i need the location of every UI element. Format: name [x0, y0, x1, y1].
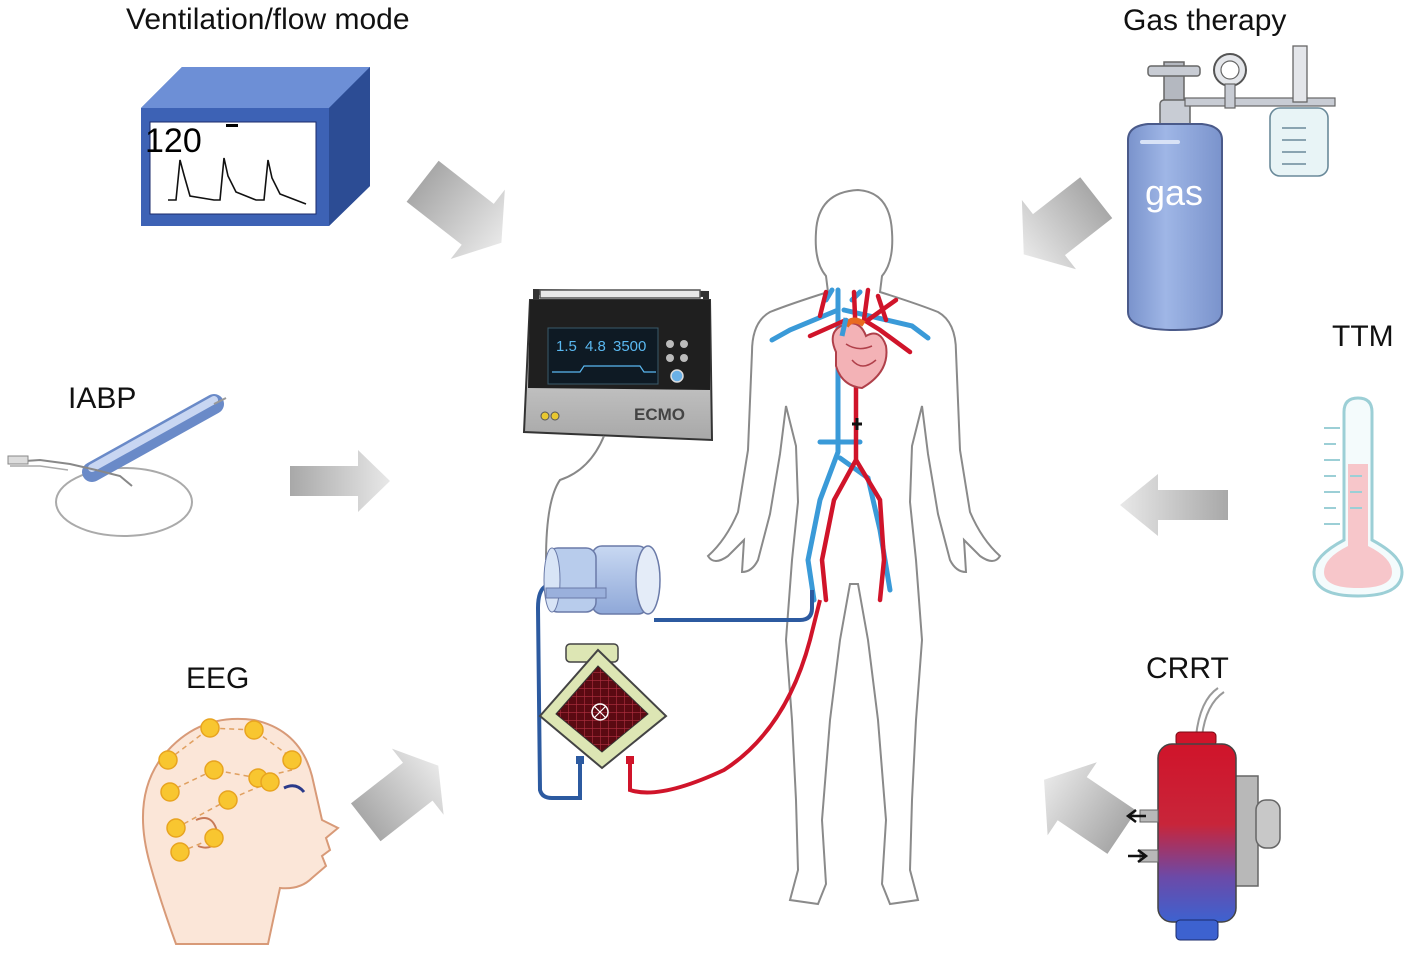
eeg-label: EEG [186, 662, 250, 695]
ecmo-cable [545, 435, 605, 561]
arrow-crrt [1044, 762, 1137, 854]
oxygenator [538, 643, 668, 770]
pump-to-oxygenator-line [535, 584, 582, 800]
gas-therapy-label: Gas therapy [1123, 4, 1287, 37]
iabp-label: IABP [68, 382, 137, 415]
centrifugal-pump [543, 545, 661, 615]
human-body [706, 188, 1002, 906]
crrt-device [1125, 687, 1281, 941]
gas-cylinder: gas [1127, 45, 1336, 332]
arrow-ttm [1120, 474, 1228, 536]
ecmo-readout-2: 4.8 [585, 338, 606, 355]
crrt-label: CRRT [1146, 652, 1229, 685]
iabp-catheter [7, 394, 227, 537]
arterial-return-line [628, 599, 822, 795]
eeg-head [141, 717, 340, 945]
ecmo-readout-1: 1.5 [556, 338, 577, 355]
ecmo-readout-3: 3500 [613, 338, 646, 355]
ventilator-monitor: 120 [141, 67, 370, 226]
ventilator-dash [226, 124, 238, 127]
ventilator-value: 120 [145, 122, 202, 160]
ttm-label: TTM [1332, 320, 1394, 353]
thermometer [1312, 396, 1404, 598]
arrow-gas [1021, 177, 1113, 270]
gas-cylinder-text: gas [1145, 172, 1203, 213]
ecmo-brand: ECMO [634, 405, 685, 424]
ecmo-console: 1.5 4.8 3500 ECMO [522, 288, 714, 442]
venous-drainage-line [654, 590, 814, 622]
arrow-ventilation [406, 160, 505, 259]
arrow-iabp [290, 450, 390, 512]
ventilation-label: Ventilation/flow mode [126, 3, 410, 36]
arrow-eeg [350, 748, 444, 842]
